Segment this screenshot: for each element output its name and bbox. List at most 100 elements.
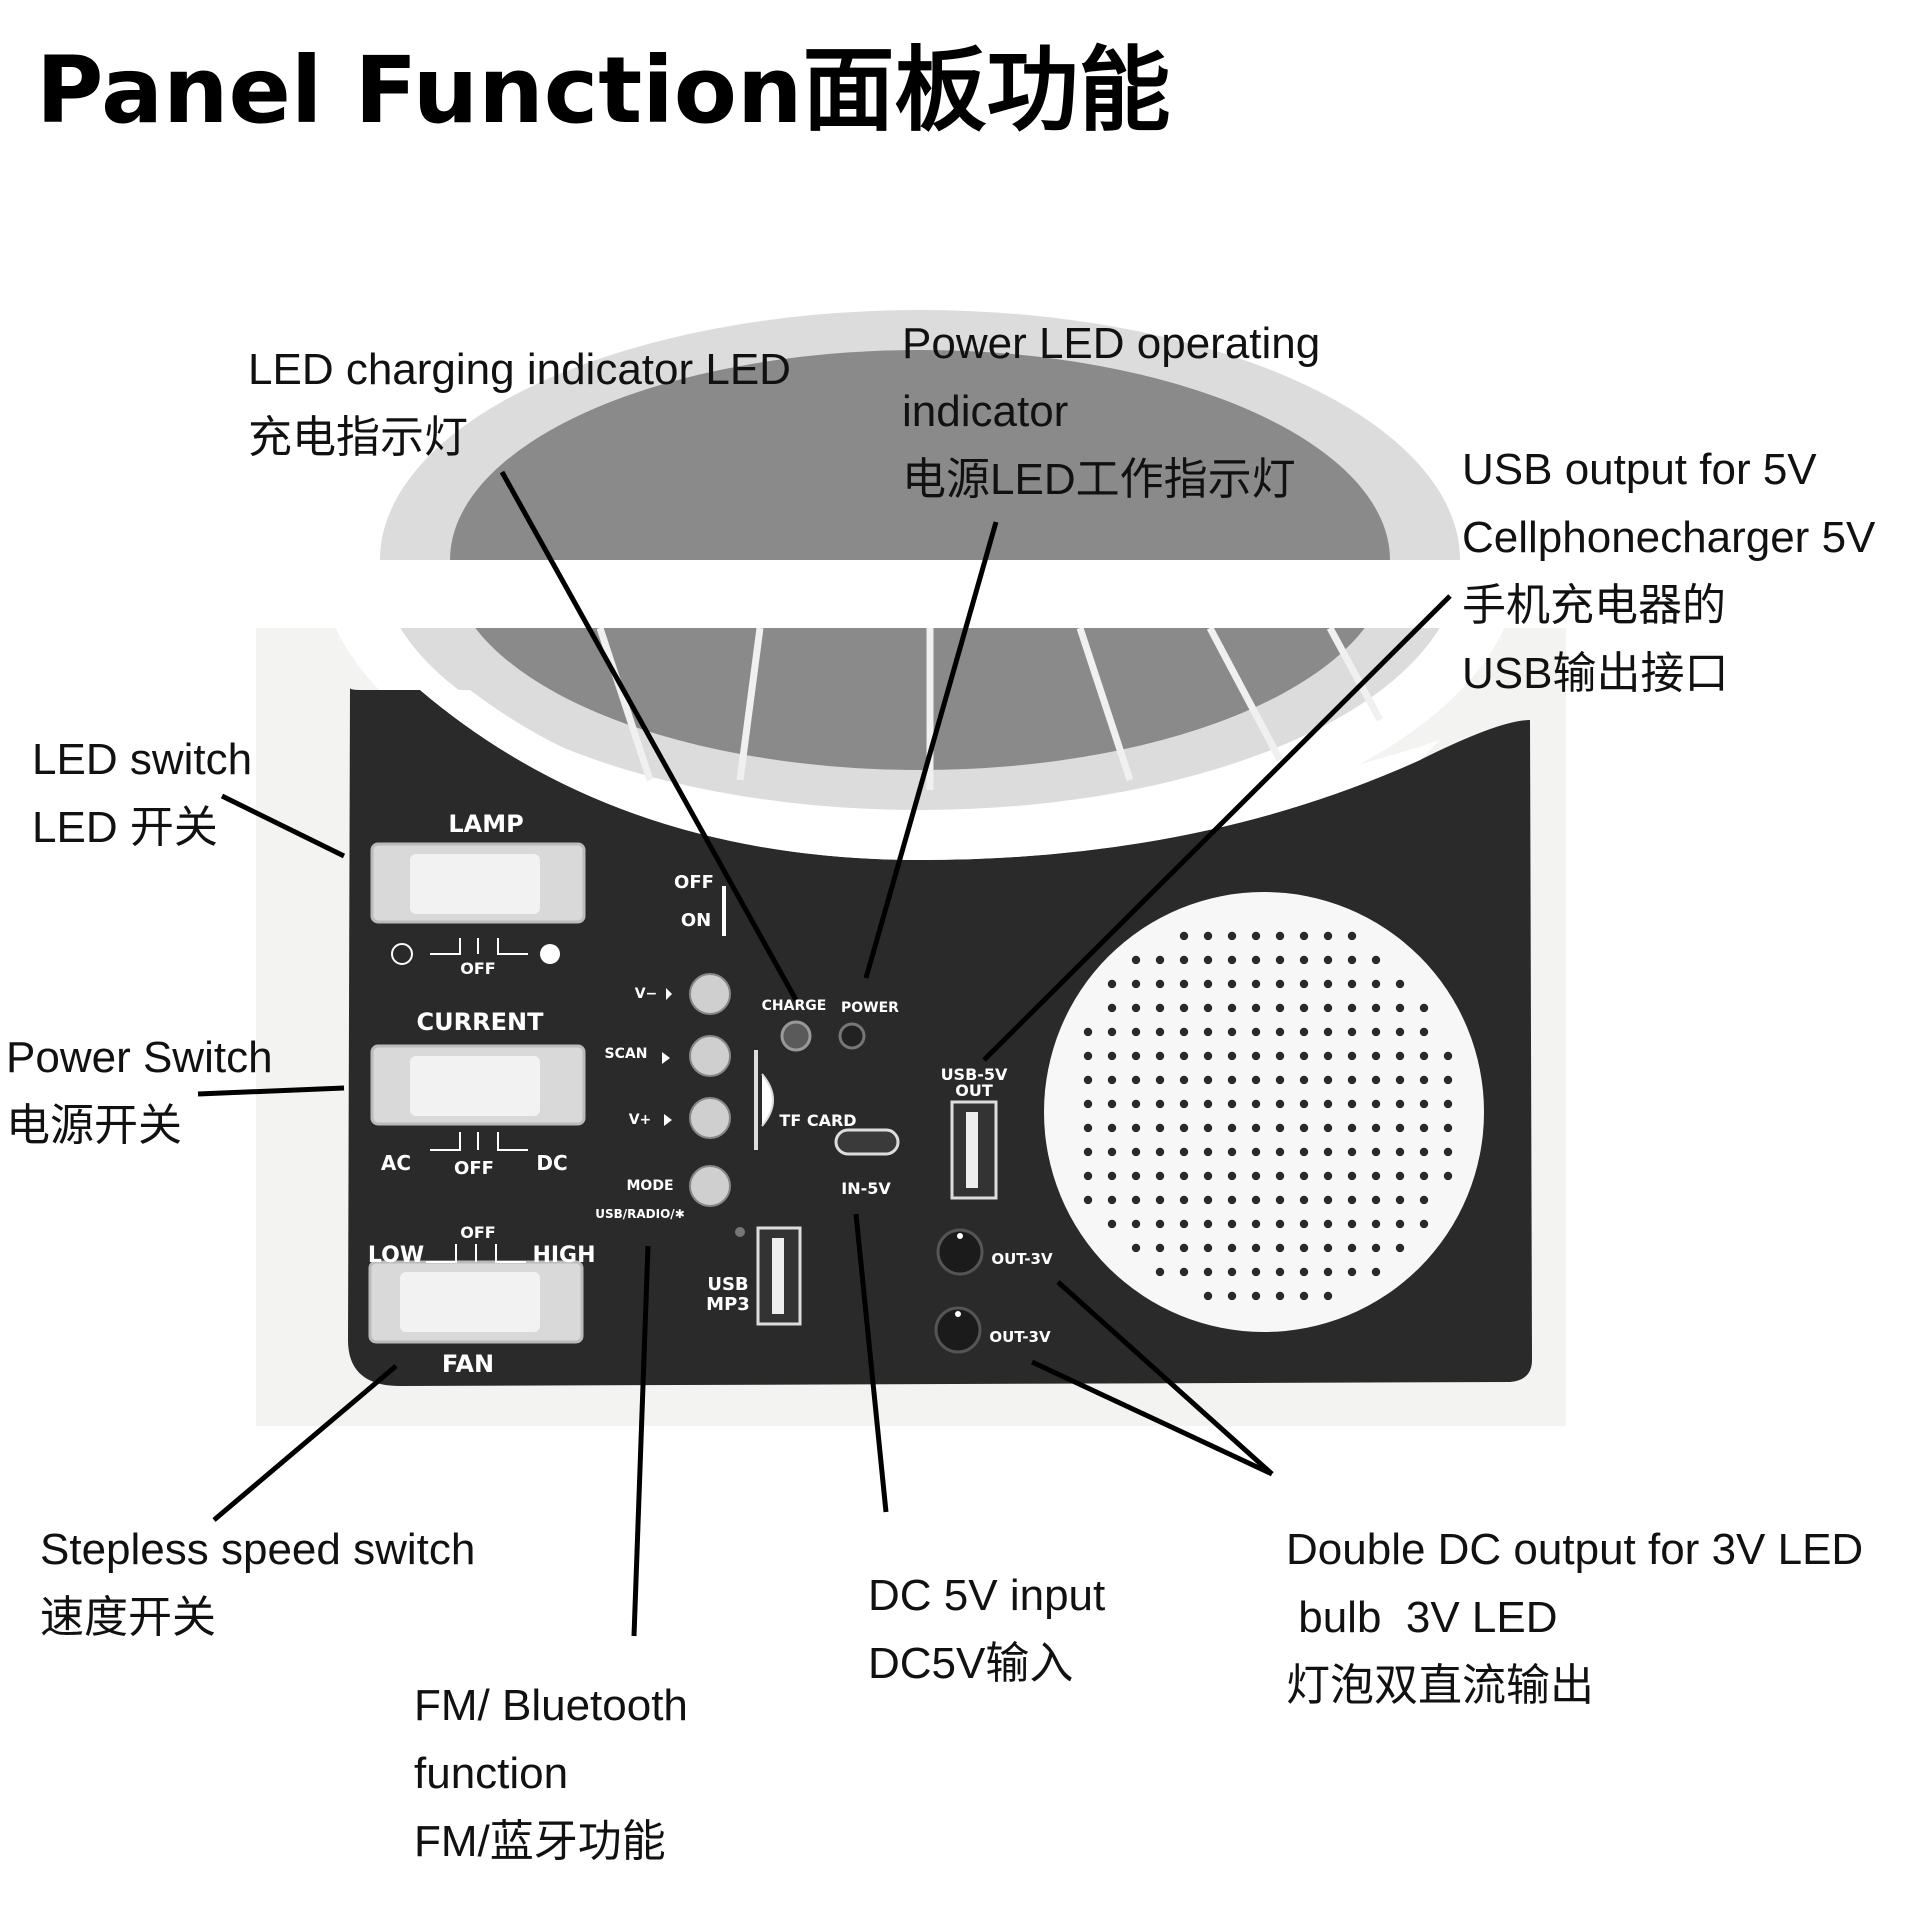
speaker-hole bbox=[1251, 1291, 1261, 1301]
speaker-hole bbox=[1251, 1027, 1261, 1037]
callout-led-switch: LED switch LED 开关 bbox=[32, 735, 253, 852]
speaker-hole bbox=[1251, 1219, 1261, 1229]
speaker-hole bbox=[1299, 931, 1309, 941]
speaker-hole bbox=[1419, 1003, 1429, 1013]
speaker-hole bbox=[1131, 1195, 1141, 1205]
volume-up-button[interactable] bbox=[689, 1097, 731, 1139]
speaker-hole bbox=[1251, 955, 1261, 965]
speaker-hole bbox=[1203, 979, 1213, 989]
speaker-hole bbox=[1227, 1051, 1237, 1061]
dc-out-3v-jack-1[interactable] bbox=[936, 1228, 984, 1276]
speaker-hole bbox=[1155, 1003, 1165, 1013]
speaker-hole bbox=[1323, 1147, 1333, 1157]
speaker-hole bbox=[1323, 1195, 1333, 1205]
speaker-hole bbox=[1179, 1051, 1189, 1061]
speaker-hole bbox=[1299, 1123, 1309, 1133]
low-label: LOW bbox=[368, 1243, 424, 1268]
volume-down-button[interactable] bbox=[689, 973, 731, 1015]
speaker-hole bbox=[1179, 1099, 1189, 1109]
fan-label: FAN bbox=[442, 1350, 494, 1378]
speaker-hole bbox=[1347, 1195, 1357, 1205]
speaker-hole bbox=[1083, 1147, 1093, 1157]
speaker-hole bbox=[1299, 1267, 1309, 1277]
callout-dc-input: DC 5V input DC5V输入 bbox=[868, 1571, 1106, 1688]
speaker-hole bbox=[1371, 1195, 1381, 1205]
dc-5v-input-port[interactable] bbox=[834, 1128, 900, 1156]
speaker-hole bbox=[1299, 1291, 1309, 1301]
speaker-hole bbox=[1299, 1147, 1309, 1157]
speaker-hole bbox=[1227, 1195, 1237, 1205]
speaker-hole bbox=[1347, 1075, 1357, 1085]
speaker-hole bbox=[1395, 1003, 1405, 1013]
dc-out-3v-jack-2[interactable] bbox=[934, 1306, 982, 1354]
speaker-hole bbox=[1347, 955, 1357, 965]
charge-led bbox=[780, 1020, 812, 1052]
callout-power-led: Power LED operating indicator 电源LED工作指示灯 bbox=[902, 319, 1321, 504]
speaker-hole bbox=[1083, 1075, 1093, 1085]
speaker-hole bbox=[1323, 1267, 1333, 1277]
scan-label: SCAN bbox=[605, 1046, 648, 1062]
lamp-rocker-switch[interactable] bbox=[370, 842, 586, 924]
speaker-hole bbox=[1299, 1219, 1309, 1229]
speaker-hole bbox=[1275, 1051, 1285, 1061]
speaker-hole bbox=[1347, 1051, 1357, 1061]
speaker-hole bbox=[1107, 979, 1117, 989]
speaker-hole bbox=[1443, 1123, 1453, 1133]
speaker-hole bbox=[1275, 931, 1285, 941]
speaker-hole bbox=[1203, 1267, 1213, 1277]
speaker-hole bbox=[1347, 1027, 1357, 1037]
current-label: CURRENT bbox=[417, 1008, 545, 1036]
speaker-hole bbox=[1155, 1099, 1165, 1109]
speaker-hole bbox=[1443, 1147, 1453, 1157]
speaker-hole bbox=[1155, 1219, 1165, 1229]
speaker-hole bbox=[1203, 955, 1213, 965]
speaker-hole bbox=[1251, 1099, 1261, 1109]
scan-button[interactable] bbox=[689, 1035, 731, 1077]
speaker-hole bbox=[1275, 1027, 1285, 1037]
ac-label: AC bbox=[381, 1151, 411, 1175]
fan-rocker-switch[interactable] bbox=[368, 1260, 584, 1344]
speaker-hole bbox=[1179, 1243, 1189, 1253]
dc-label: DC bbox=[536, 1151, 567, 1175]
speaker-hole bbox=[1083, 1051, 1093, 1061]
speaker-hole bbox=[1275, 1075, 1285, 1085]
speaker-hole bbox=[1203, 1171, 1213, 1181]
speaker-hole bbox=[1251, 1171, 1261, 1181]
out-3v-label-2: OUT-3V bbox=[989, 1328, 1051, 1346]
speaker-hole bbox=[1323, 1003, 1333, 1013]
mode-sub-label: USB/RADIO/✱ bbox=[595, 1207, 685, 1221]
speaker-hole bbox=[1323, 1243, 1333, 1253]
speaker-hole bbox=[1155, 1051, 1165, 1061]
speaker-hole bbox=[1275, 1003, 1285, 1013]
speaker-hole bbox=[1179, 1123, 1189, 1133]
speaker-hole bbox=[1155, 1243, 1165, 1253]
speaker-hole bbox=[1083, 1123, 1093, 1133]
speaker-hole bbox=[1227, 1003, 1237, 1013]
callout-stepless-speed-switch: Stepless speed switch 速度开关 bbox=[40, 1525, 476, 1642]
speaker-hole bbox=[1107, 1027, 1117, 1037]
speaker-hole bbox=[1179, 1003, 1189, 1013]
speaker-hole bbox=[1155, 1123, 1165, 1133]
play-pause-icon bbox=[662, 1052, 670, 1064]
speaker-hole bbox=[1179, 955, 1189, 965]
speaker-hole bbox=[1227, 1243, 1237, 1253]
speaker-hole bbox=[1131, 1171, 1141, 1181]
v-minus-label: V− bbox=[635, 986, 658, 1002]
speaker-hole bbox=[1251, 1075, 1261, 1085]
fan-off-label: OFF bbox=[460, 1223, 495, 1242]
speaker-hole bbox=[1299, 979, 1309, 989]
in-5v-label: IN-5V bbox=[841, 1179, 891, 1198]
speaker-hole bbox=[1395, 1195, 1405, 1205]
speaker-hole bbox=[1299, 1195, 1309, 1205]
speaker-hole bbox=[1251, 1123, 1261, 1133]
speaker-hole bbox=[1107, 1075, 1117, 1085]
mode-button[interactable] bbox=[689, 1165, 731, 1207]
fan-grille bbox=[256, 260, 1566, 860]
speaker-hole bbox=[1395, 979, 1405, 989]
speaker-hole bbox=[1131, 979, 1141, 989]
speaker-hole bbox=[1251, 931, 1261, 941]
speaker-hole bbox=[1131, 1051, 1141, 1061]
speaker-hole bbox=[1395, 1147, 1405, 1157]
current-rocker-switch[interactable] bbox=[370, 1044, 586, 1126]
speaker-hole bbox=[1251, 1003, 1261, 1013]
